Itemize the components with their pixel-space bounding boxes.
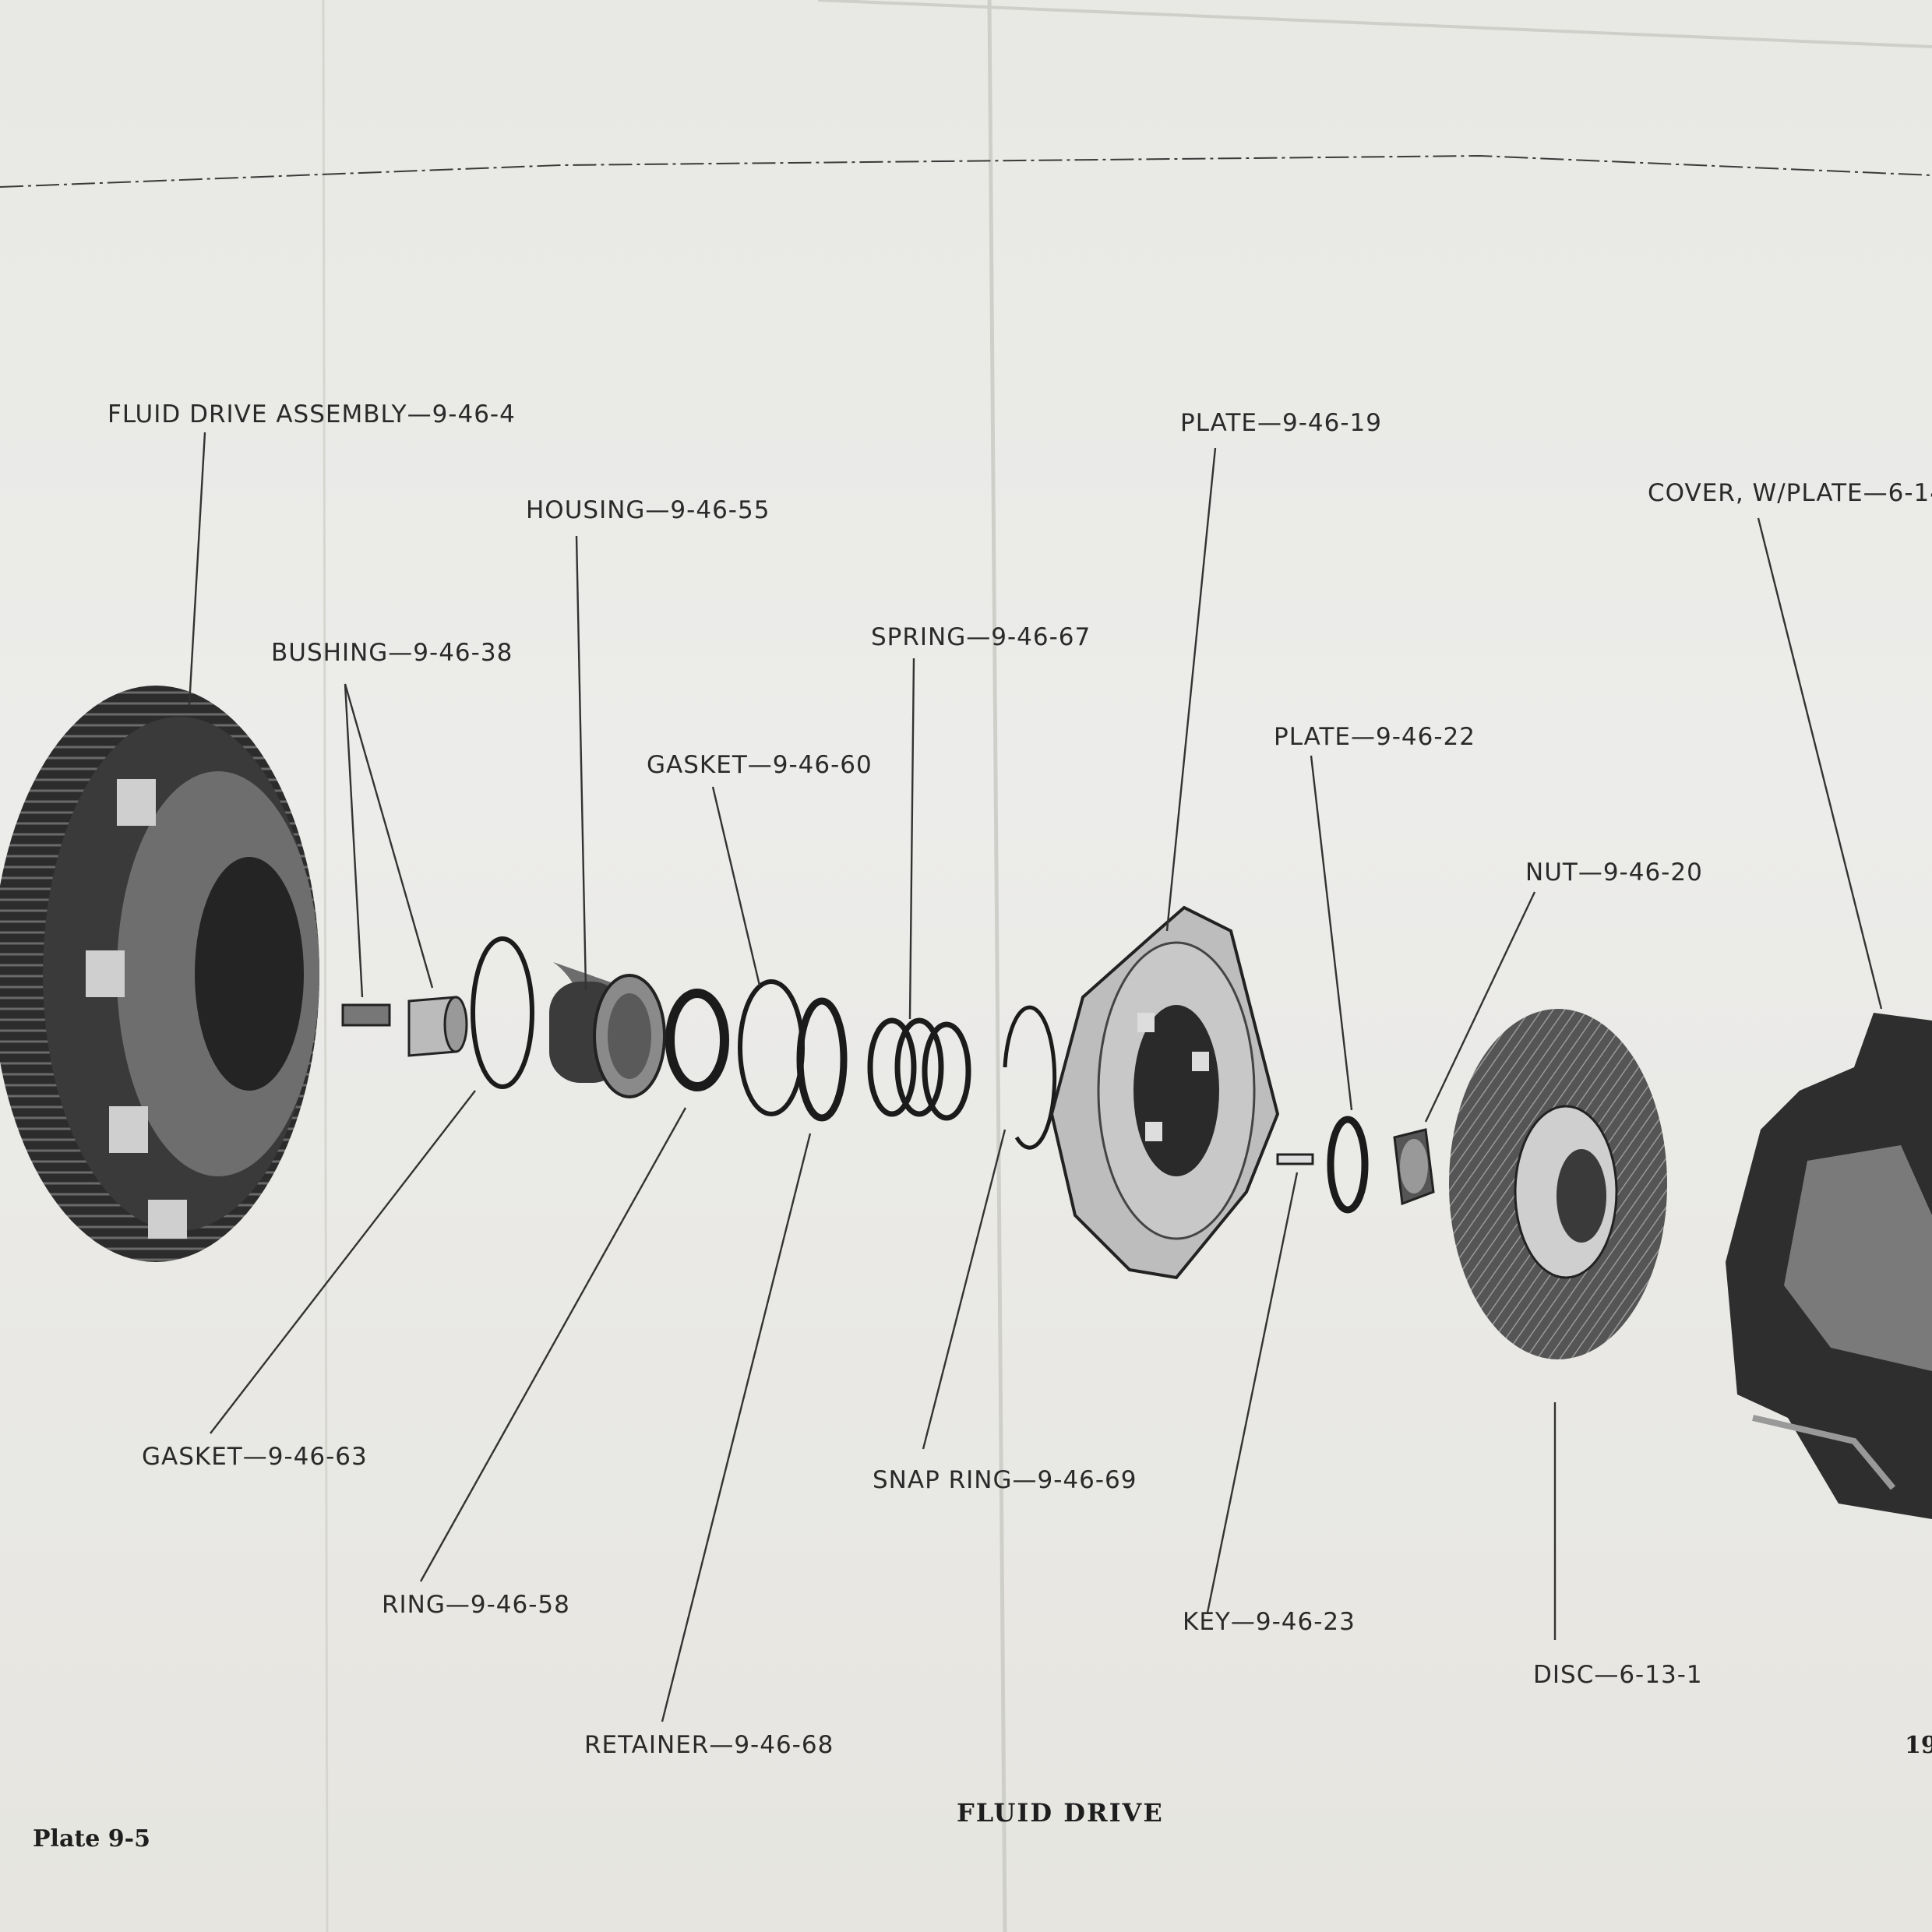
label-disc: DISC—6-13-1	[1533, 1661, 1703, 1689]
label-plate-22: PLATE—9-46-22	[1274, 723, 1475, 751]
cover-part	[1726, 1013, 1932, 1519]
label-nut: NUT—9-46-20	[1525, 858, 1703, 887]
label-plate-19: PLATE—9-46-19	[1180, 409, 1382, 437]
label-cover: COVER, W/PLATE—6-14-1	[1648, 479, 1932, 507]
label-housing: HOUSING—9-46-55	[526, 496, 770, 524]
plate-number: Plate 9-5	[33, 1825, 150, 1853]
plate-22-part	[1327, 1116, 1369, 1214]
label-gasket-63: GASKET—9-46-63	[142, 1443, 368, 1471]
bushing-part	[407, 996, 468, 1057]
label-snap-ring: SNAP RING—9-46-69	[873, 1466, 1137, 1494]
fluid-drive-assembly-part	[0, 686, 391, 1262]
label-ring: RING—9-46-58	[382, 1591, 570, 1619]
key-part	[1276, 1153, 1314, 1165]
figure-caption: FLUID DRIVE	[957, 1798, 1164, 1828]
label-retainer: RETAINER—9-46-68	[584, 1731, 834, 1759]
plate-19-part	[1049, 905, 1280, 1280]
page-number: 19	[1905, 1732, 1932, 1759]
ring-58-part	[665, 989, 729, 1091]
gasket-63-part	[471, 936, 534, 1089]
label-bushing: BUSHING—9-46-38	[271, 639, 513, 667]
disc-part	[1449, 1009, 1667, 1359]
label-fluid-drive-assembly: FLUID DRIVE ASSEMBLY—9-46-4	[108, 400, 516, 428]
spring-part	[867, 1017, 971, 1121]
gasket-60-part	[738, 979, 805, 1116]
retainer-part	[796, 997, 848, 1122]
label-spring: SPRING—9-46-67	[871, 623, 1091, 651]
leader-lines	[188, 432, 1883, 1722]
housing-part	[549, 962, 666, 1098]
nut-part	[1393, 1128, 1435, 1206]
snap-ring-part	[1003, 1005, 1057, 1150]
label-gasket-60: GASKET—9-46-60	[647, 751, 873, 779]
label-key: KEY—9-46-23	[1183, 1608, 1356, 1636]
